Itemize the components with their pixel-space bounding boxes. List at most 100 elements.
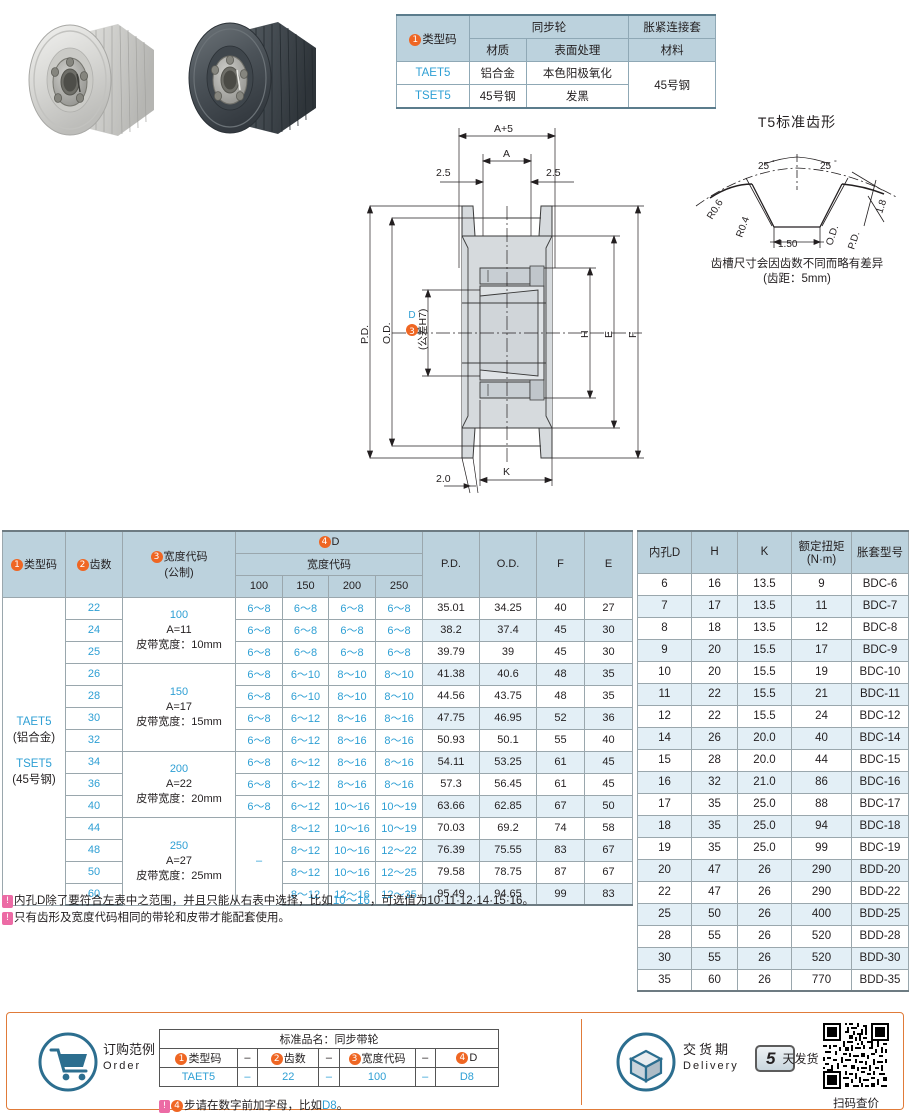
bore-torque: 19 [791,660,852,684]
table-row: TSET5 45号钢 发黑 [396,84,716,109]
bore-model: BDD-22 [851,880,909,904]
badge-3: 3 [348,1053,361,1065]
tooth-profile-title: T5标准齿形 [757,114,837,130]
spec-pd: 50.93 [422,728,481,752]
spec-od: 46.95 [479,706,538,730]
engineering-drawing: A+5 A 2.5 2.5 K 2.0 P.D. O.D. (公差H7) H E… [352,118,662,498]
angle-right-label: 25 [820,161,832,172]
spec-d-150: 6～10 [282,684,329,708]
spec-teeth: 32 [65,728,123,752]
bore-model: BDC-10 [851,660,909,684]
bore-k: 26 [737,902,792,926]
spec-teeth: 24 [65,618,123,642]
spec-d-100: 6～8 [235,596,283,620]
tooth-note-line1: 齿槽尺寸会因齿数不同而略有差异 [710,258,884,270]
spec-pd: 44.56 [422,684,481,708]
spec-d-200: 8～16 [328,706,376,730]
badge-4: 4 [318,536,331,549]
bore-h: 47 [691,858,738,882]
spec-teeth: 48 [65,838,123,862]
spec-e: 30 [584,640,634,664]
spec-header-d-sub: 宽度代码 [234,552,424,576]
bore-bore: 8 [637,616,692,640]
spec-f: 55 [536,728,586,752]
spec-f: 45 [536,640,586,664]
spec-od: 75.55 [479,838,538,862]
spec-d-150: 8～12 [282,860,329,884]
bore-torque: 44 [791,748,852,772]
spec-d-250: 6～8 [374,618,424,642]
spec-pd: 63.66 [422,794,481,818]
spec-d-150: 8～12 [282,816,329,840]
bore-k: 13.5 [737,594,792,618]
order-divider [581,1019,582,1105]
bore-bore: 16 [637,770,692,794]
r-lower-label: R0.4 [734,215,752,239]
bore-k: 26 [737,968,792,992]
bore-bore: 20 [637,858,692,882]
bore-bore: 22 [637,880,692,904]
spec-e: 45 [584,772,634,796]
order-label: 订购范例 Order [103,1042,156,1072]
order-value-d: D8 [434,1067,500,1087]
spec-e: 36 [584,706,634,730]
bore-k: 13.5 [737,572,792,596]
bore-h: 35 [691,814,738,838]
spec-d-100: 6～8 [235,706,283,730]
order-dash-2: – [318,1048,340,1068]
order-standard-name: 标准品名：同步带轮 [159,1029,499,1049]
note-1: !内孔D除了要符合左表中之范围，并且只能从右表中选择，比如10～16，可选值为1… [2,893,632,910]
spec-d-100: 6～8 [235,794,283,818]
spec-d-100: 6～8 [235,684,283,708]
bore-bore: 7 [637,594,692,618]
mat-bushing-material: 45号钢 [628,61,716,109]
order-value-dash-1: – [236,1067,259,1087]
spec-f: 61 [536,750,586,774]
delivery-days-box: 5 天发货 [755,1045,818,1072]
badge-2: 2 [76,559,89,572]
spec-teeth: 22 [65,596,123,620]
spec-pd: 38.2 [422,618,481,642]
spec-d-250: 8～16 [374,706,424,730]
note-2: !只有齿形及宽度代码相同的带轮和皮带才能配套使用。 [2,910,632,927]
bore-h: 20 [691,638,738,662]
bore-bore: 19 [637,836,692,860]
spec-d-100: 6～8 [235,772,283,796]
tooth-profile-drawing: 25° 25° 1.50 R0.6 R0.4 O.D. P.D. 1.8 [695,154,899,251]
qr-code[interactable]: 扫码查价 [823,1023,889,1111]
spec-od: 78.75 [479,860,538,884]
spec-d-100: 6～8 [235,618,283,642]
spec-od: 53.25 [479,750,538,774]
badge-note-2: ! [2,912,13,925]
table-row: TAET5 – 22 – 100 – D8 [159,1067,500,1087]
flat-dim-label: 1.50 [778,239,798,250]
spec-od: 39 [479,640,538,664]
label-pd: P.D. [359,325,371,344]
spec-teeth: 60 [65,882,123,906]
bore-torque: 88 [791,792,852,816]
spec-d-250: 8～16 [374,728,424,752]
delivery-icon [615,1031,677,1098]
bore-h: 50 [691,902,738,926]
spec-d-250: 8～16 [374,772,424,796]
spec-teeth: 44 [65,816,123,840]
order-value-dash-3: – [414,1067,436,1087]
spec-d-150: 6～12 [282,706,329,730]
spec-d-150: 6～8 [282,640,329,664]
dim-left-25-label: 2.5 [436,167,451,179]
spec-header-e: E [584,530,634,598]
spec-teeth: 30 [65,706,123,730]
spec-d-250: 6～8 [374,640,424,664]
